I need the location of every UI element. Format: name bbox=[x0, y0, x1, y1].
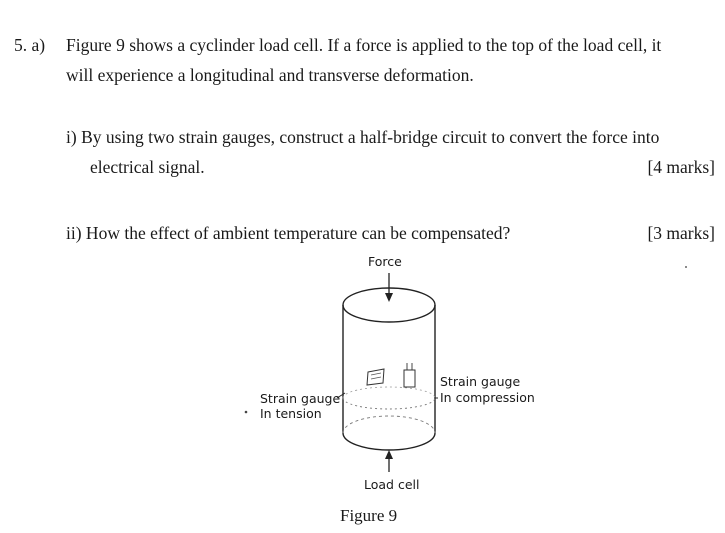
stray-dot bbox=[244, 410, 248, 414]
left-leader-line bbox=[336, 392, 346, 399]
cylinder bbox=[342, 287, 436, 451]
force-arrow bbox=[385, 273, 393, 302]
part-i-text-line-2: electrical signal. bbox=[90, 157, 205, 177]
question-stem-line-1: Figure 9 shows a cyclinder load cell. If… bbox=[66, 35, 662, 55]
right-label-line-2: In compression bbox=[440, 390, 535, 405]
part-i-marks: [4 marks] bbox=[647, 157, 715, 177]
load-cell-label: Load cell bbox=[364, 477, 420, 492]
stray-dot bbox=[685, 266, 687, 268]
right-label-line-1: Strain gauge bbox=[440, 374, 521, 389]
part-ii-marks: [3 marks] bbox=[647, 223, 715, 243]
left-label-line-2: In tension bbox=[260, 406, 322, 421]
strain-gauge-tension bbox=[366, 368, 385, 386]
left-label-line-1: Strain gauge bbox=[260, 391, 341, 406]
strain-gauge-compression bbox=[403, 363, 416, 388]
load-cell-arrow bbox=[385, 450, 393, 472]
question-number: 5. a) bbox=[14, 35, 46, 55]
figure-caption: Figure 9 bbox=[340, 506, 398, 525]
part-ii-text: ii) How the effect of ambient temperatur… bbox=[66, 223, 511, 243]
question-stem-line-2: will experience a longitudinal and trans… bbox=[66, 65, 474, 85]
part-i-text-line-1: i) By using two strain gauges, construct… bbox=[66, 127, 660, 147]
force-label: Force bbox=[368, 254, 402, 269]
